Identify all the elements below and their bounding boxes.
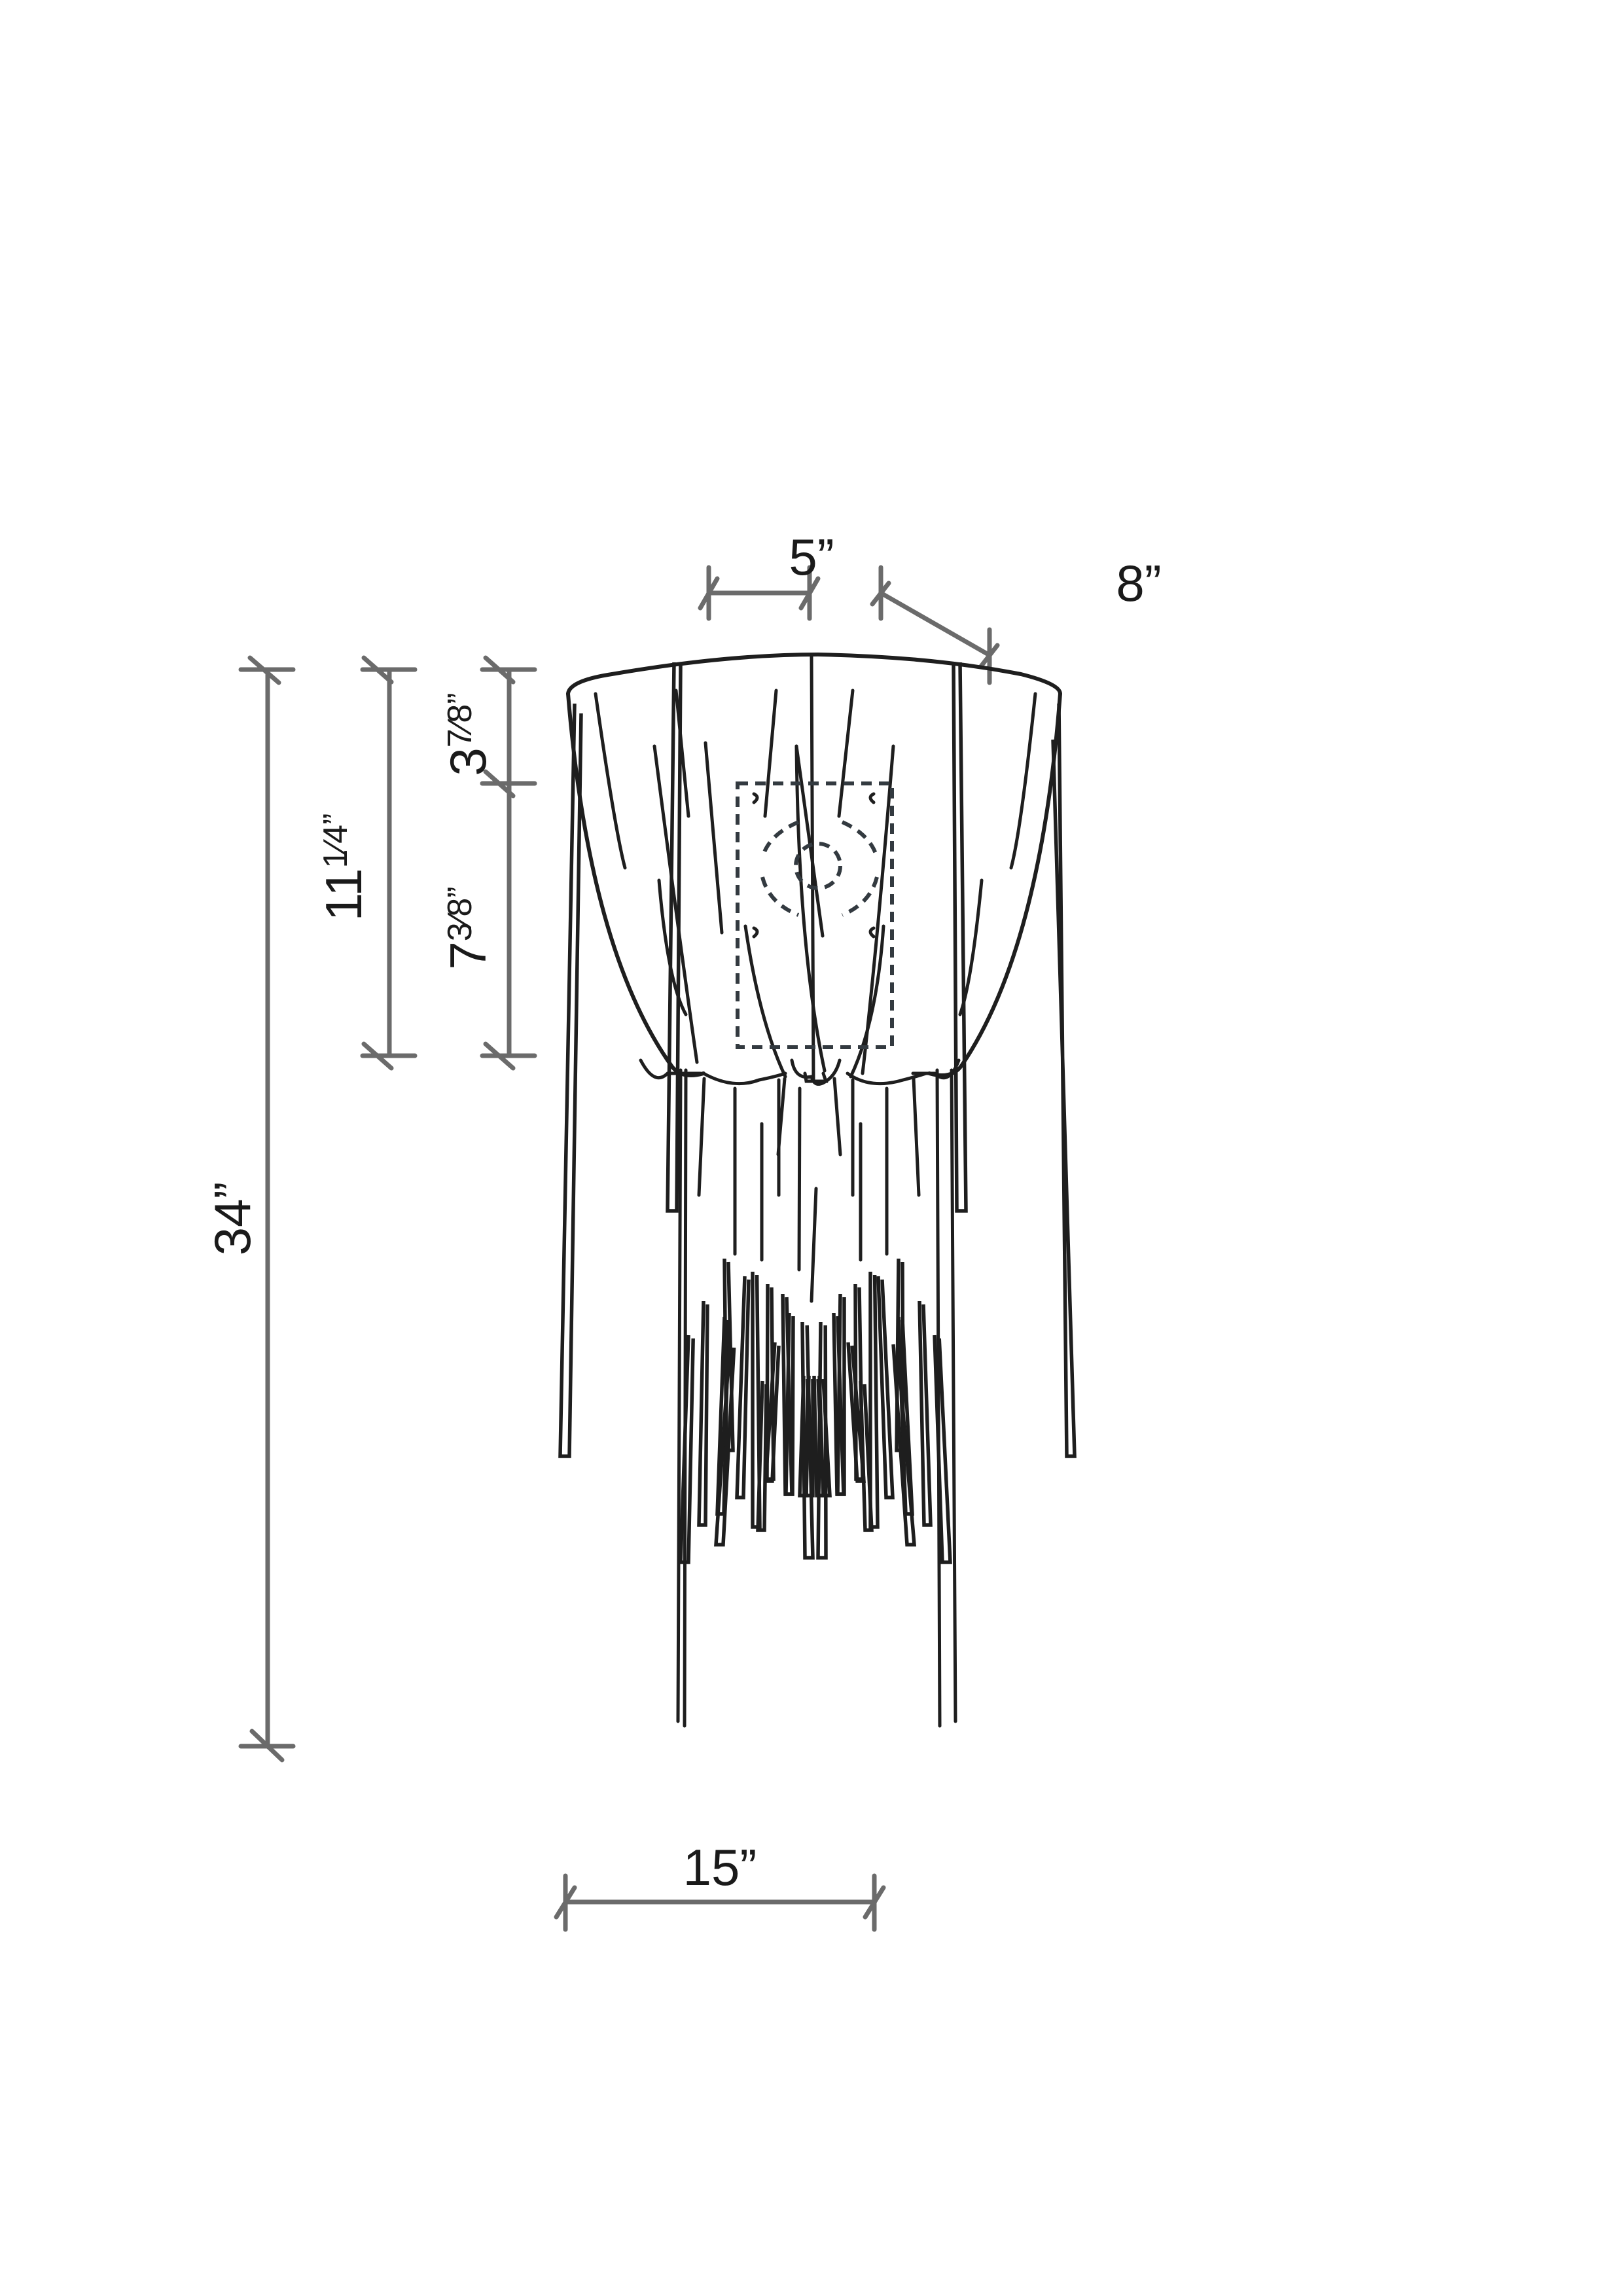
label-overall-width: 15” xyxy=(683,1839,757,1896)
dimension-overall-width: 15” xyxy=(554,1839,886,1932)
mounting-plate-outline xyxy=(736,781,894,1049)
dimension-canopy-width: 5” xyxy=(698,528,834,621)
dimension-overall-height: 34” xyxy=(204,655,296,1763)
fringe-strand xyxy=(798,1375,810,1498)
mounting-plate-center-hole xyxy=(794,842,842,890)
label-overall-height: 34” xyxy=(204,1182,261,1256)
drape-folds xyxy=(594,689,1037,1086)
label-canopy-width: 5” xyxy=(789,528,834,586)
label-upper-section: 37⁄8” xyxy=(439,692,497,776)
shade-outline-right xyxy=(927,692,1062,1077)
fringe-strand xyxy=(832,1312,846,1496)
fringe-strand xyxy=(784,1312,795,1496)
dimension-canopy-depth: 8” xyxy=(870,554,1162,685)
fringe-strand xyxy=(764,1342,781,1483)
fringe-strand xyxy=(800,1321,815,1560)
middle-strands xyxy=(697,1077,921,1303)
fringe-strand xyxy=(697,1300,709,1527)
outer-strand-left xyxy=(558,703,583,1458)
fringe-strand xyxy=(722,1258,735,1452)
fringe-strand xyxy=(918,1300,933,1527)
fringe-strand xyxy=(679,1335,695,1564)
fringe-strand xyxy=(714,1344,736,1547)
fringe-strand xyxy=(895,1258,905,1452)
fixture-illustration xyxy=(558,653,1077,1728)
dimension-shade-height: 111⁄4” xyxy=(315,655,418,1071)
dimension-canopy-sections: 37⁄8” 73⁄8” xyxy=(439,655,537,1071)
label-canopy-depth: 8” xyxy=(1116,554,1161,612)
band-right xyxy=(952,662,968,1213)
label-shade-height: 111⁄4” xyxy=(315,814,372,922)
outer-strand-right xyxy=(1051,703,1077,1458)
fringe-strand xyxy=(891,1344,916,1547)
fringe-strand xyxy=(868,1272,880,1529)
fringe-strand xyxy=(846,1342,866,1483)
mounting-plate xyxy=(736,781,894,1049)
fringe-strand xyxy=(816,1321,828,1560)
fringe-strands xyxy=(679,1068,952,1728)
canopy-rim xyxy=(566,653,1062,696)
fringe-strand xyxy=(876,1276,895,1499)
fringe-strand xyxy=(735,1276,751,1499)
label-lower-section: 73⁄8” xyxy=(439,886,497,969)
